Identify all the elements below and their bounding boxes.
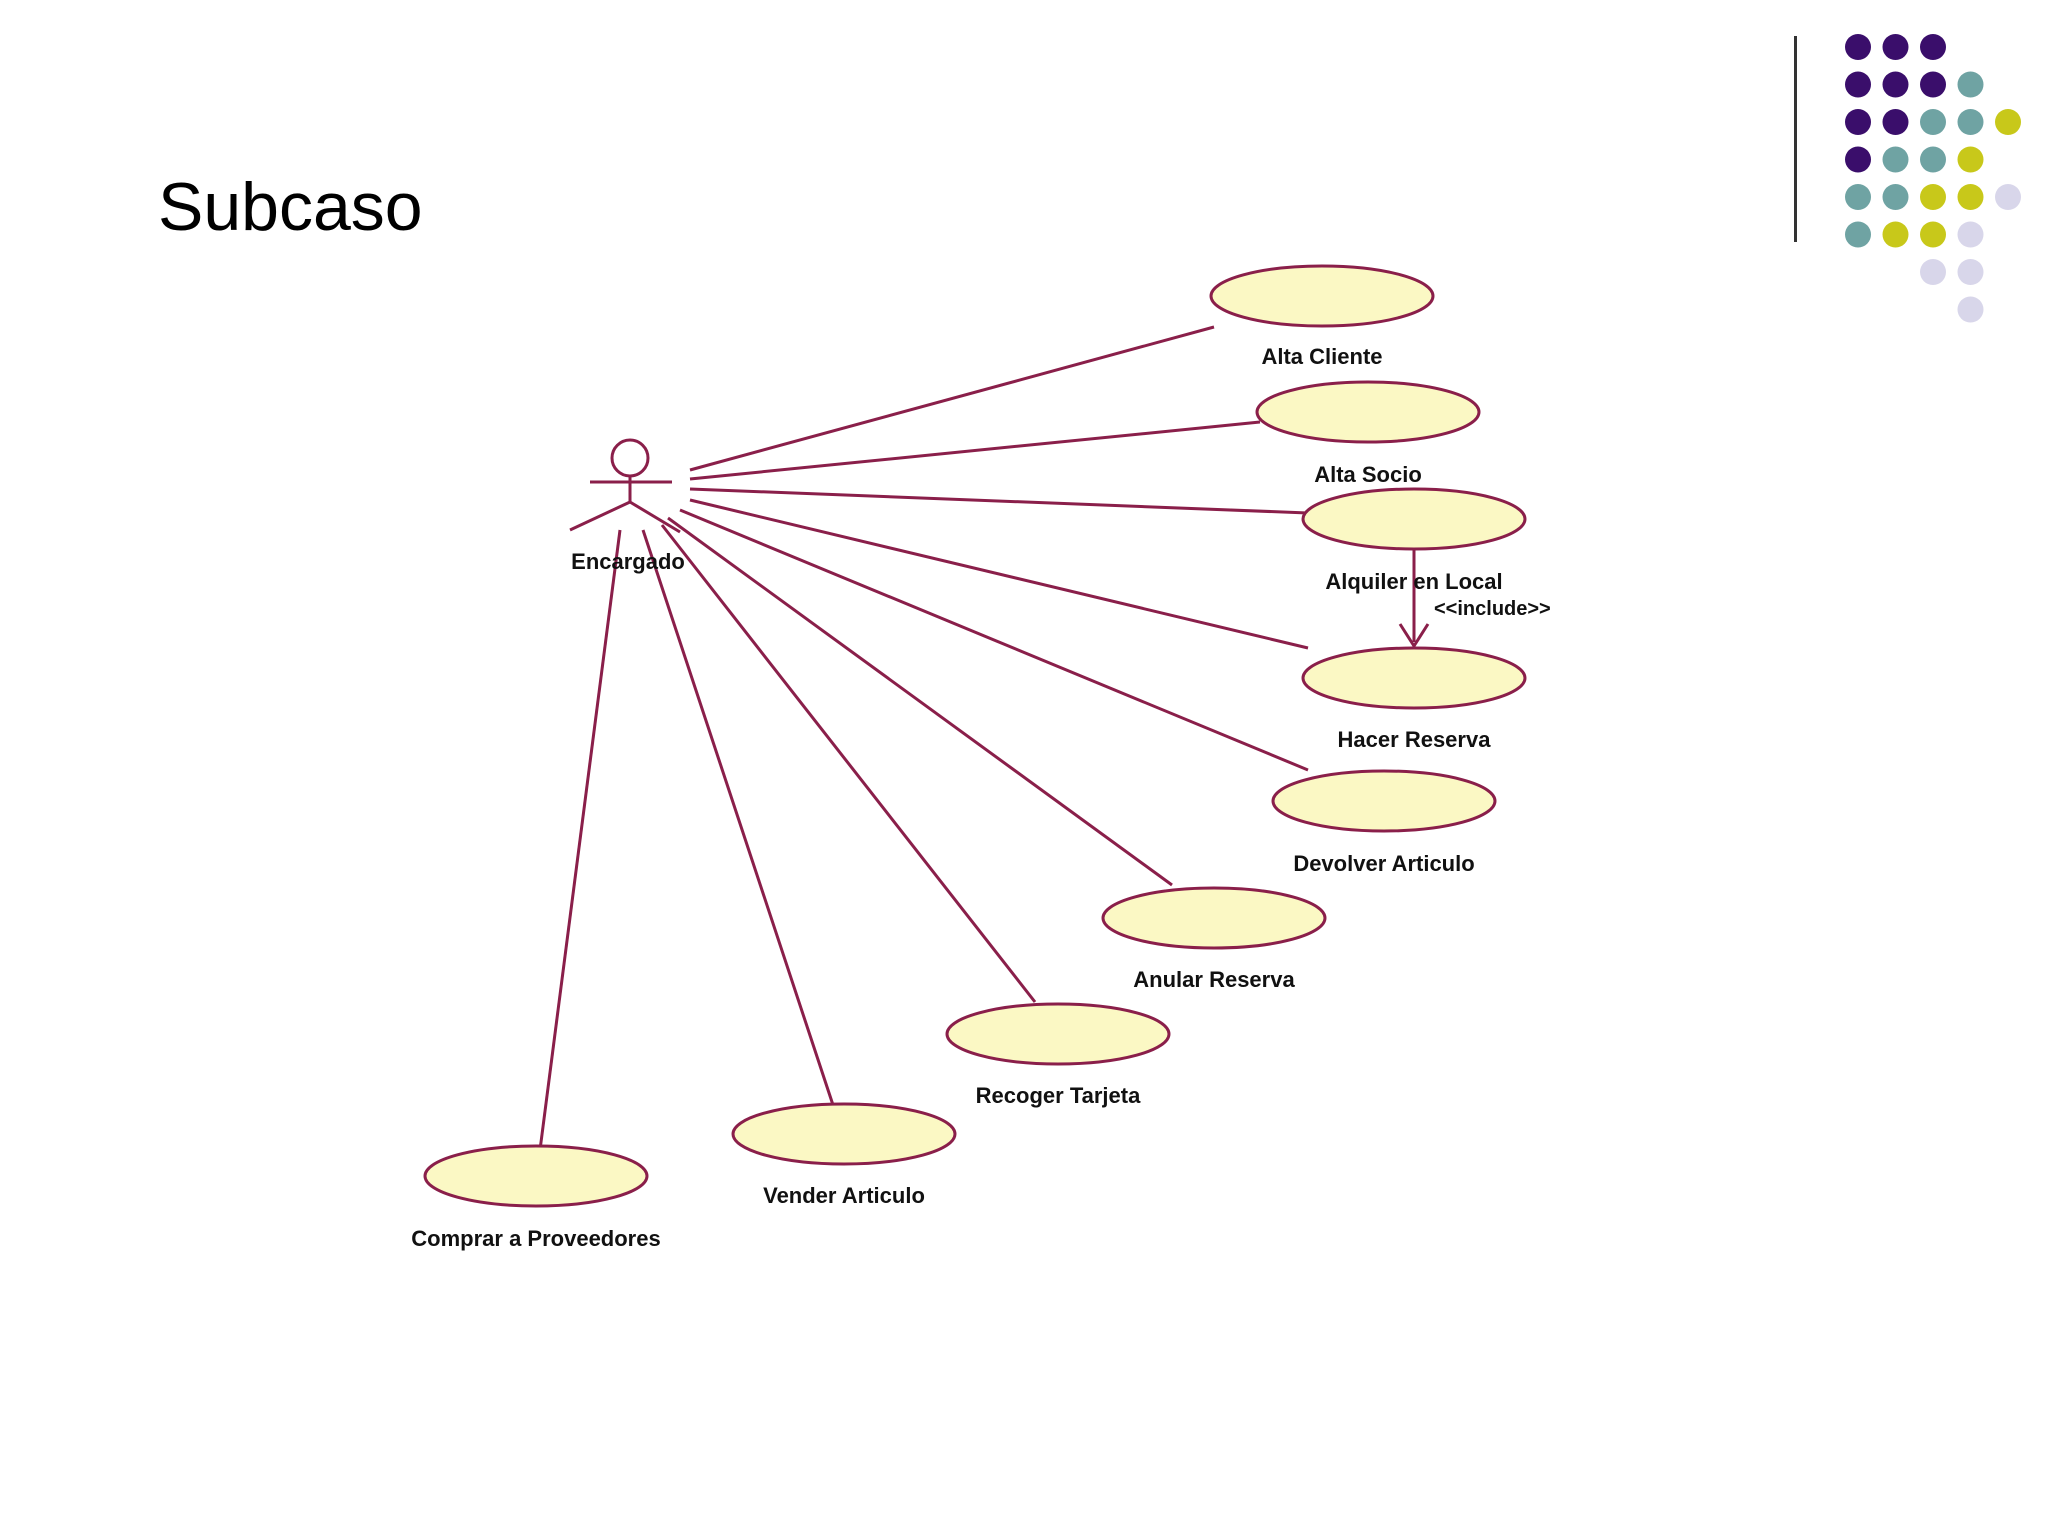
decorative-dot bbox=[1920, 259, 1946, 285]
use-case-ellipse bbox=[1301, 487, 1527, 551]
decorative-dot bbox=[1920, 34, 1946, 60]
decorative-dot bbox=[1920, 71, 1946, 98]
association-lines bbox=[538, 325, 1309, 1151]
decorative-dot bbox=[1920, 221, 1946, 248]
use-case-label: Hacer Reserva bbox=[1338, 727, 1492, 752]
use-case-ellipse bbox=[1271, 769, 1497, 833]
association-alta-cliente bbox=[689, 325, 1215, 472]
association-alquiler-en-local bbox=[689, 487, 1309, 515]
use-case-ellipse bbox=[945, 1002, 1171, 1066]
use-case-label: Recoger Tarjeta bbox=[976, 1083, 1141, 1108]
include-stereotype: <<include>> bbox=[1434, 598, 1551, 620]
decorative-dot bbox=[1957, 221, 1984, 248]
decorative-dot bbox=[1845, 71, 1871, 98]
use-case-ellipse bbox=[1301, 646, 1527, 710]
use-case-ellipse bbox=[1101, 886, 1327, 950]
decorative-dot bbox=[1920, 146, 1946, 173]
actor-label: Encargado bbox=[571, 549, 685, 574]
decorative-dot bbox=[1957, 71, 1984, 98]
actor-head bbox=[610, 438, 650, 478]
association-anular-reserva bbox=[667, 516, 1173, 887]
association-hacer-reserva bbox=[689, 498, 1309, 650]
decorative-dot bbox=[1845, 146, 1871, 173]
use-case-ellipse bbox=[1255, 380, 1481, 444]
association-devolver-articulo bbox=[679, 508, 1309, 772]
decorative-dot bbox=[1882, 184, 1909, 210]
use-case-anular-reserva: Anular Reserva bbox=[1101, 886, 1327, 992]
use-case-label: Alta Socio bbox=[1314, 462, 1422, 487]
decorative-dot bbox=[1882, 34, 1909, 60]
decorative-dot bbox=[1882, 146, 1909, 173]
use-case-label: Vender Articulo bbox=[763, 1183, 925, 1208]
title-divider bbox=[1794, 36, 1797, 242]
use-case-label: Devolver Articulo bbox=[1293, 851, 1474, 876]
decorative-dot-grid bbox=[1845, 34, 2021, 323]
association-recoger-tarjeta bbox=[660, 524, 1037, 1003]
decorative-dot bbox=[1957, 146, 1984, 173]
include-arrow-head bbox=[1398, 623, 1430, 649]
slide-title: Subcaso bbox=[158, 169, 423, 245]
use-case-alta-socio: Alta Socio bbox=[1255, 380, 1481, 487]
use-case-label: Comprar a Proveedores bbox=[411, 1226, 660, 1251]
decorative-dot bbox=[1995, 109, 2021, 135]
decorative-dot bbox=[1920, 109, 1946, 135]
decorative-dot bbox=[1957, 296, 1984, 323]
use-case-recoger-tarjeta: Recoger Tarjeta bbox=[945, 1002, 1171, 1108]
decorative-dot bbox=[1957, 184, 1984, 210]
decorative-dot bbox=[1957, 259, 1984, 285]
decorative-dot bbox=[1845, 184, 1871, 210]
decorative-dot bbox=[1882, 109, 1909, 135]
decorative-dot bbox=[1957, 109, 1984, 135]
use-case-vender-articulo: Vender Articulo bbox=[731, 1102, 957, 1208]
decorative-dot bbox=[1882, 221, 1909, 248]
decorative-dot bbox=[1995, 184, 2021, 210]
association-alta-socio bbox=[689, 420, 1261, 481]
decorative-dot bbox=[1882, 71, 1909, 98]
association-comprar-a-proveedores bbox=[538, 529, 622, 1151]
use-case-hacer-reserva: Hacer Reserva bbox=[1301, 646, 1527, 752]
decorative-dot bbox=[1920, 184, 1946, 210]
use-case-ellipse bbox=[1209, 264, 1435, 328]
association-vender-articulo bbox=[641, 529, 835, 1106]
actor-right-leg bbox=[629, 500, 681, 534]
use-case-label: Anular Reserva bbox=[1133, 967, 1295, 992]
use-case-alta-cliente: Alta Cliente bbox=[1209, 264, 1435, 369]
decorative-dot bbox=[1845, 221, 1871, 248]
use-case-devolver-articulo: Devolver Articulo bbox=[1271, 769, 1497, 876]
actor-left-leg bbox=[569, 500, 631, 532]
actor-encargado: Encargado bbox=[569, 438, 685, 574]
use-case-label: Alquiler en Local bbox=[1325, 569, 1502, 594]
use-case-label: Alta Cliente bbox=[1261, 344, 1382, 369]
decorative-dot bbox=[1845, 109, 1871, 135]
include-relationship: <<include>> bbox=[1398, 548, 1551, 649]
use-case-ellipse bbox=[423, 1144, 649, 1208]
use-case-alquiler-en-local: Alquiler en Local bbox=[1301, 487, 1527, 594]
use-case-comprar-a-proveedores: Comprar a Proveedores bbox=[411, 1144, 661, 1251]
use-case-ellipse bbox=[731, 1102, 957, 1166]
decorative-dot bbox=[1845, 34, 1871, 60]
